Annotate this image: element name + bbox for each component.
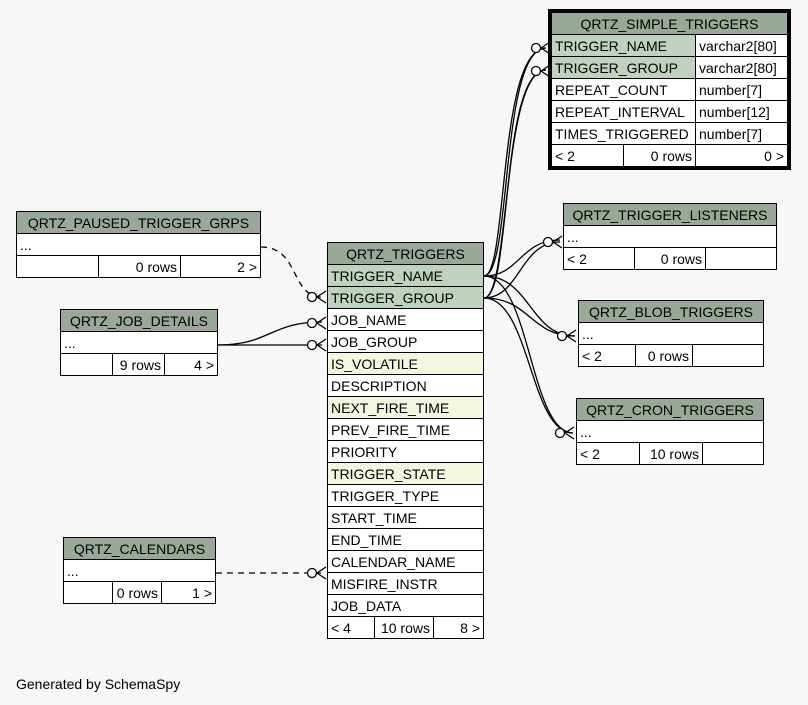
children-count bbox=[702, 442, 764, 465]
table-title: QRTZ_TRIGGERS bbox=[327, 242, 484, 265]
column-type: varchar2[80] bbox=[695, 56, 788, 79]
collapsed-columns: ... bbox=[16, 233, 261, 256]
table-title: QRTZ_PAUSED_TRIGGER_GRPS bbox=[16, 211, 261, 234]
row-count: 10 rows bbox=[374, 616, 434, 639]
column-name: TRIGGER_STATE bbox=[327, 462, 484, 485]
column-type: varchar2[80] bbox=[695, 34, 788, 57]
children-count bbox=[692, 344, 764, 367]
column-name: DESCRIPTION bbox=[327, 374, 484, 397]
children-count bbox=[705, 247, 777, 270]
row-count: 9 rows bbox=[112, 353, 165, 376]
column-name: PREV_FIRE_TIME bbox=[327, 418, 484, 441]
children-count: 8 > bbox=[433, 616, 484, 639]
column-name: JOB_GROUP bbox=[327, 330, 484, 353]
parents-count: < 2 bbox=[576, 442, 640, 465]
column-name: START_TIME bbox=[327, 506, 484, 529]
column-name: TRIGGER_TYPE bbox=[327, 484, 484, 507]
footer-credit: Generated by SchemaSpy bbox=[16, 676, 181, 692]
column-type: number[7] bbox=[695, 78, 788, 101]
parents-count bbox=[63, 581, 113, 604]
column-name: NEXT_FIRE_TIME bbox=[327, 396, 484, 419]
column-name: TIMES_TRIGGERED bbox=[551, 122, 696, 145]
table-title: QRTZ_JOB_DETAILS bbox=[60, 309, 218, 332]
table-qrtz-job-details[interactable]: QRTZ_JOB_DETAILS ... 9 rows 4 > bbox=[60, 309, 218, 376]
parents-count: < 4 bbox=[327, 616, 375, 639]
children-count: 0 > bbox=[695, 144, 788, 167]
table-qrtz-trigger-listeners[interactable]: QRTZ_TRIGGER_LISTENERS ... < 2 0 rows bbox=[563, 203, 777, 270]
column-name: CALENDAR_NAME bbox=[327, 550, 484, 573]
row-count: 0 rows bbox=[634, 247, 706, 270]
column-name: MISFIRE_INSTR bbox=[327, 572, 484, 595]
column-name: PRIORITY bbox=[327, 440, 484, 463]
table-qrtz-triggers[interactable]: QRTZ_TRIGGERS TRIGGER_NAME TRIGGER_GROUP… bbox=[327, 242, 484, 639]
collapsed-columns: ... bbox=[576, 420, 764, 443]
column-name: REPEAT_COUNT bbox=[551, 78, 696, 101]
children-count: 4 > bbox=[164, 353, 218, 376]
row-count: 10 rows bbox=[639, 442, 703, 465]
children-count: 1 > bbox=[161, 581, 216, 604]
table-title: QRTZ_BLOB_TRIGGERS bbox=[578, 300, 764, 323]
parents-count bbox=[60, 353, 113, 376]
parents-count: < 2 bbox=[551, 144, 624, 167]
collapsed-columns: ... bbox=[63, 559, 216, 582]
column-type: number[7] bbox=[695, 122, 788, 145]
parents-count: < 2 bbox=[578, 344, 636, 367]
table-qrtz-blob-triggers[interactable]: QRTZ_BLOB_TRIGGERS ... < 2 0 rows bbox=[578, 300, 764, 367]
row-count: 0 rows bbox=[98, 255, 181, 278]
row-count: 0 rows bbox=[635, 344, 693, 367]
column-name: END_TIME bbox=[327, 528, 484, 551]
collapsed-columns: ... bbox=[60, 331, 218, 354]
column-name: JOB_NAME bbox=[327, 308, 484, 331]
table-title: QRTZ_SIMPLE_TRIGGERS bbox=[551, 12, 788, 35]
column-name: TRIGGER_GROUP bbox=[327, 286, 484, 309]
column-name: TRIGGER_GROUP bbox=[551, 56, 696, 79]
column-name: REPEAT_INTERVAL bbox=[551, 100, 696, 123]
table-qrtz-paused-trigger-grps[interactable]: QRTZ_PAUSED_TRIGGER_GRPS ... 0 rows 2 > bbox=[16, 211, 261, 278]
table-title: QRTZ_CRON_TRIGGERS bbox=[576, 398, 764, 421]
column-name: JOB_DATA bbox=[327, 594, 484, 617]
column-type: number[12] bbox=[695, 100, 788, 123]
row-count: 0 rows bbox=[623, 144, 696, 167]
table-title: QRTZ_CALENDARS bbox=[63, 537, 216, 560]
collapsed-columns: ... bbox=[578, 322, 764, 345]
parents-count: < 2 bbox=[563, 247, 635, 270]
children-count: 2 > bbox=[180, 255, 261, 278]
parents-count bbox=[16, 255, 99, 278]
row-count: 0 rows bbox=[112, 581, 162, 604]
table-title: QRTZ_TRIGGER_LISTENERS bbox=[563, 203, 777, 226]
column-name: TRIGGER_NAME bbox=[327, 264, 484, 287]
table-qrtz-calendars[interactable]: QRTZ_CALENDARS ... 0 rows 1 > bbox=[63, 537, 216, 604]
column-name: TRIGGER_NAME bbox=[551, 34, 696, 57]
column-name: IS_VOLATILE bbox=[327, 352, 484, 375]
table-qrtz-cron-triggers[interactable]: QRTZ_CRON_TRIGGERS ... < 2 10 rows bbox=[576, 398, 764, 465]
collapsed-columns: ... bbox=[563, 225, 777, 248]
